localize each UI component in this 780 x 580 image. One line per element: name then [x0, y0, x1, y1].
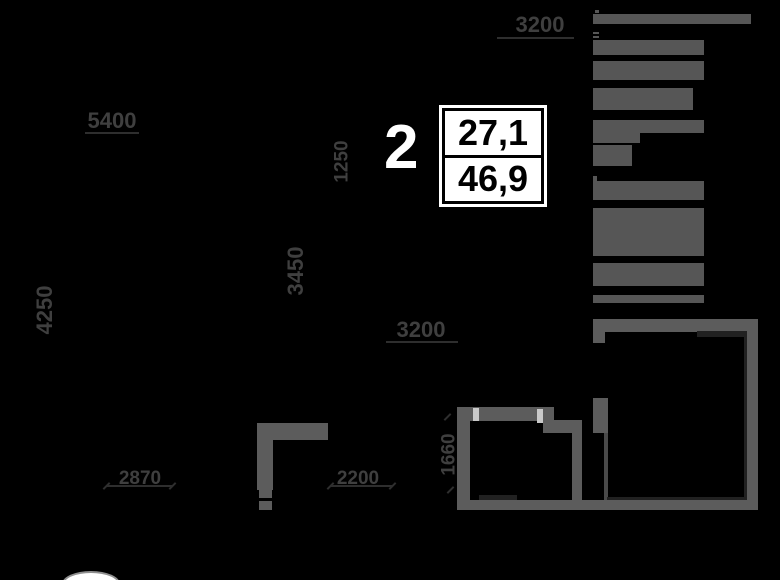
wall-segment [747, 332, 758, 510]
room-inner-edge [697, 331, 747, 337]
area-box: 27,1 46,9 [439, 105, 547, 207]
legend-redacted-line [593, 133, 640, 143]
room-inner-edge [479, 495, 517, 500]
dimension-label-middle-width: 3200 [396, 317, 446, 342]
legend-redacted-line [593, 181, 704, 200]
living-area-value: 27,1 [457, 111, 529, 153]
room-inner-edge [744, 337, 747, 498]
dimension-tick [388, 482, 397, 490]
wall-segment [457, 500, 758, 510]
dimension-label-side-middle: 3450 [283, 246, 308, 296]
dimension-label-side-left: 4250 [32, 285, 57, 335]
area-box-divider [445, 154, 541, 158]
legend-bullet [593, 36, 599, 38]
wall-segment [572, 421, 582, 500]
dimension-label-side-upper: 1250 [331, 140, 353, 183]
legend-redacted-line [593, 61, 704, 80]
dimension-line [386, 341, 458, 343]
legend-redacted-line [593, 88, 693, 110]
legend-bullet [593, 32, 599, 34]
door-leaf-mark [259, 501, 272, 510]
dimension-label-top-width: 5400 [87, 108, 137, 133]
dimension-label-room-height: 1660 [438, 433, 460, 476]
legend-redacted-line [593, 120, 704, 133]
area-box-frame: 27,1 46,9 [442, 108, 544, 204]
wall-segment [257, 423, 328, 440]
apartment-rooms-number: 2 [384, 113, 419, 182]
wall-segment [457, 407, 470, 500]
wall-segment [593, 332, 605, 343]
wall-segment [604, 433, 608, 500]
door-leaf-mark [259, 490, 272, 498]
legend-bullet [593, 176, 597, 181]
legend-redacted-line [593, 40, 704, 55]
dimension-line [497, 37, 574, 39]
legend-redacted-line [593, 145, 632, 166]
wall-segment [593, 319, 758, 332]
legend-redacted-line [593, 14, 751, 24]
window-mark [537, 409, 543, 423]
wall-segment [257, 423, 273, 490]
logo-ellipse [62, 571, 120, 580]
legend-redacted-line [593, 263, 704, 286]
room-inner-edge [607, 497, 747, 500]
wall-segment [593, 398, 608, 433]
dimension-label-lower-left-width: 2870 [118, 468, 162, 489]
legend-redacted-line [593, 295, 704, 303]
legend-redacted-line [593, 208, 704, 256]
dimension-line [85, 132, 139, 134]
dimension-line [330, 485, 392, 487]
dimension-line [106, 485, 173, 487]
legend-bullet [595, 10, 599, 13]
window-mark [473, 408, 479, 421]
wall-segment [457, 407, 554, 421]
total-area-value: 46,9 [457, 158, 529, 200]
dimension-label-lower-middle-width: 2200 [336, 468, 380, 489]
dimension-label-upper-right-width: 3200 [515, 12, 565, 37]
